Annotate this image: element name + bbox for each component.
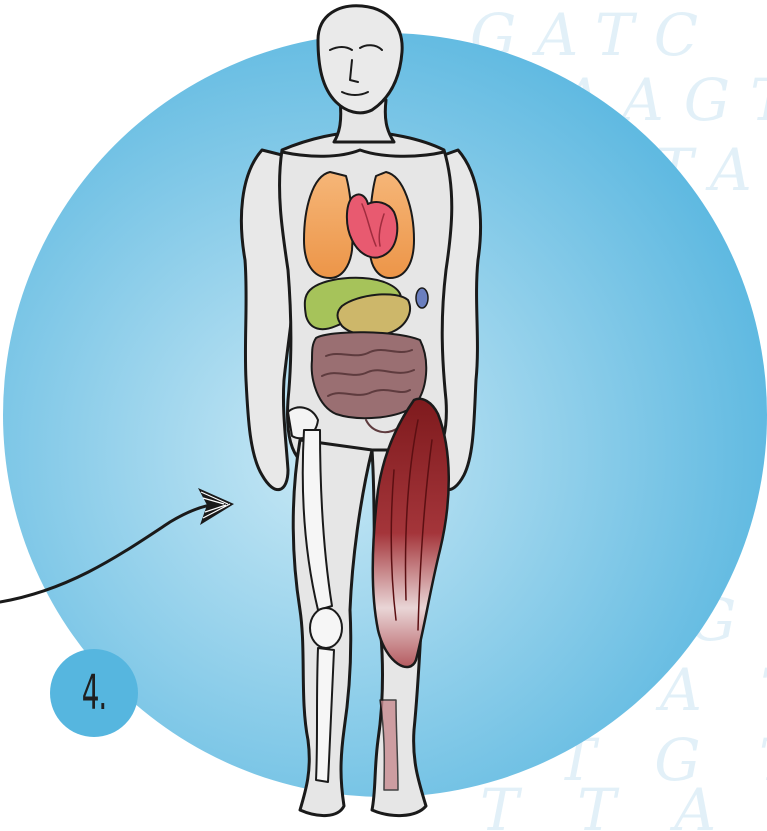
spleen: [416, 288, 428, 308]
step-number-badge: 4.: [50, 649, 138, 737]
step-number-label: 4.: [82, 669, 106, 717]
svg-text:T T A A A: T T A A A: [480, 776, 767, 831]
knee-bone: [310, 608, 342, 648]
